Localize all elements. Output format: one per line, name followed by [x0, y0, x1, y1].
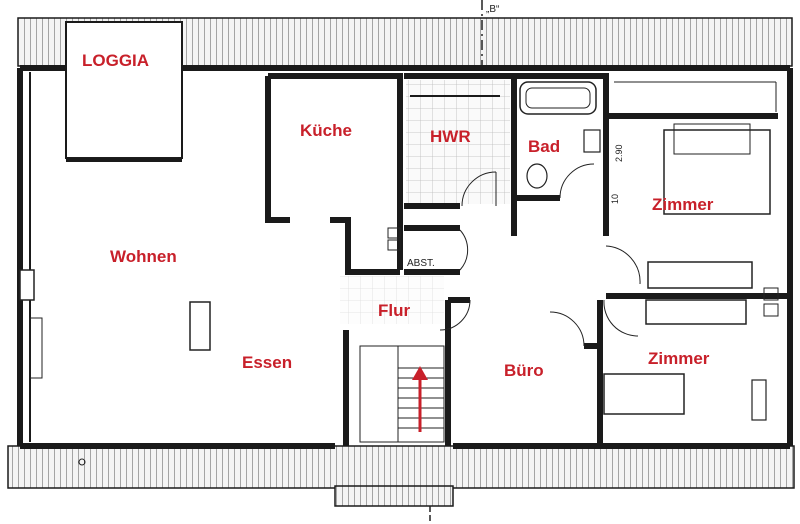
- zimmer-lower: [597, 287, 779, 446]
- flur-area: [340, 276, 444, 324]
- label-wohnen: Wohnen: [110, 247, 177, 266]
- section-line: [429, 0, 483, 524]
- label-buero: Büro: [504, 361, 544, 380]
- label-flur: Flur: [378, 301, 410, 320]
- dim-bad-small: 10: [610, 194, 620, 204]
- kitchen-walls: [265, 73, 403, 275]
- roof-strip-bottom: [7, 445, 795, 507]
- abst-room: [387, 225, 469, 275]
- bathroom: [514, 73, 609, 236]
- label-essen: Essen: [242, 353, 292, 372]
- label-zimmer-lower: Zimmer: [648, 349, 710, 368]
- zimmer-upper: [605, 81, 790, 299]
- label-kueche: Küche: [300, 121, 352, 140]
- label-hwr: HWR: [430, 127, 471, 146]
- label-abst: ABST.: [407, 258, 435, 269]
- label-zimmer-upper: Zimmer: [652, 195, 714, 214]
- hwr-room: [404, 73, 517, 236]
- loggia: [65, 21, 183, 162]
- section-mark-label: „B“: [486, 4, 499, 15]
- staircase: [343, 330, 445, 446]
- dim-bad-height: 2.90: [614, 144, 624, 162]
- label-bad: Bad: [528, 137, 560, 156]
- label-loggia: LOGGIA: [82, 51, 149, 70]
- hall-office-walls: [439, 297, 600, 446]
- living-furniture: [19, 269, 211, 466]
